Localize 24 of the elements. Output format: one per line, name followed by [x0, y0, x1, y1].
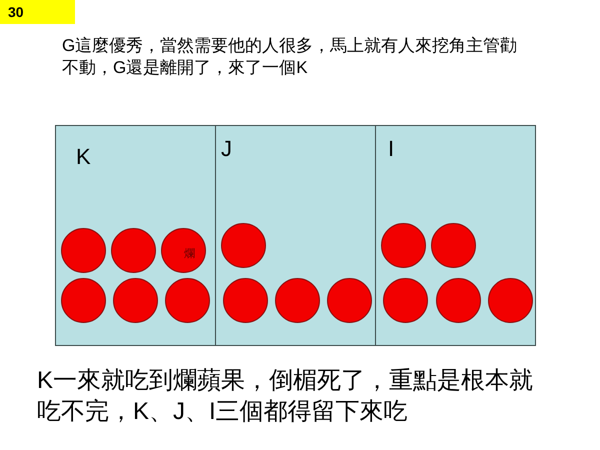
circle: [223, 278, 268, 323]
circle: [383, 278, 428, 323]
circle: [436, 278, 481, 323]
circle: 爛: [161, 228, 206, 273]
page-number: 30: [0, 0, 75, 24]
circle: [327, 278, 372, 323]
circle: [381, 223, 426, 268]
circle: [488, 278, 533, 323]
heading-text: G這麼優秀，當然需要他的人很多，馬上就有人來挖角主管勸不動，G還是離開了，來了一個K: [62, 35, 518, 79]
panel: [55, 125, 216, 346]
circle: [61, 278, 106, 323]
panel-title: I: [388, 138, 394, 160]
circle: [111, 228, 156, 273]
panel: [375, 125, 536, 346]
circle: [221, 223, 266, 268]
circle: [431, 223, 476, 268]
circle: [165, 278, 210, 323]
circle: [113, 278, 158, 323]
panel-title: K: [76, 146, 91, 168]
panel: [215, 125, 376, 346]
circle: [275, 278, 320, 323]
caption-text: K一來就吃到爛蘋果，倒楣死了，重點是根本就吃不完，K、J、I三個都得留下來吃: [37, 366, 534, 427]
circle: [61, 228, 106, 273]
panel-title: J: [221, 138, 232, 160]
